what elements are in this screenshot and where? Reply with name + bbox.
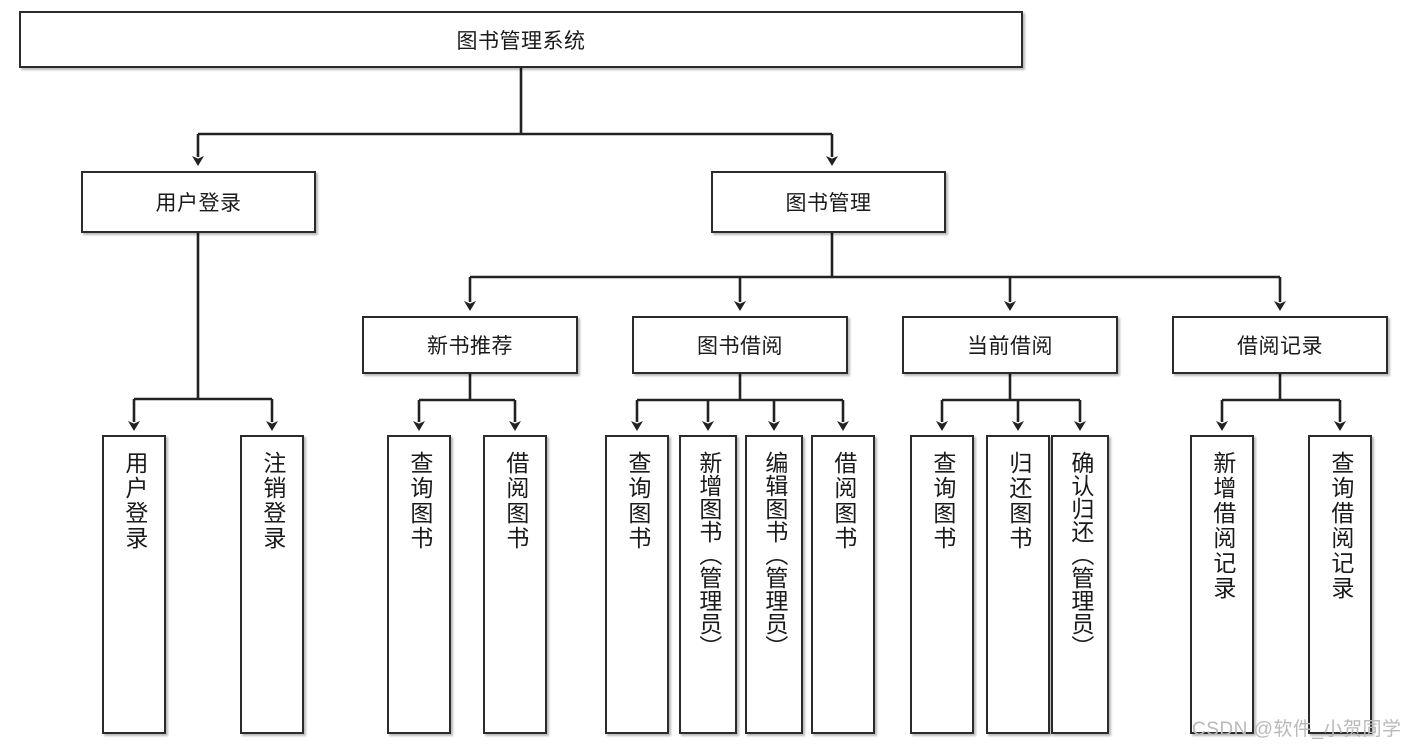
- leaf-borrow-book-newbook[interactable]: 借阅图书: [483, 435, 547, 734]
- node-label: 查询图书: [406, 451, 433, 551]
- node-label: 查询图书: [929, 451, 956, 551]
- leaf-add-book-admin[interactable]: 新增图书（管理员）: [679, 435, 737, 734]
- node-current-borrow[interactable]: 当前借阅: [902, 316, 1118, 374]
- leaf-query-book-newbook[interactable]: 查询图书: [387, 435, 451, 734]
- node-root[interactable]: 图书管理系统: [19, 11, 1023, 68]
- node-label: 图书管理: [785, 192, 872, 215]
- leaf-logout[interactable]: 注销登录: [240, 435, 304, 734]
- node-label: 编辑图书（管理员）: [761, 451, 788, 658]
- node-label: 注销登录: [259, 451, 286, 551]
- node-label: 确认归还（管理员）: [1067, 451, 1094, 658]
- leaf-confirm-return-admin[interactable]: 确认归还（管理员）: [1051, 435, 1109, 734]
- node-book-borrow[interactable]: 图书借阅: [632, 316, 848, 374]
- leaf-query-book-current[interactable]: 查询图书: [910, 435, 974, 734]
- leaf-return-book[interactable]: 归还图书: [986, 435, 1050, 734]
- leaf-edit-book-admin[interactable]: 编辑图书（管理员）: [745, 435, 803, 734]
- node-label: 借阅记录: [1237, 335, 1323, 358]
- watermark: CSDN @软件_小贺同学: [1192, 719, 1402, 740]
- node-label: 用户登录: [121, 451, 148, 551]
- node-label: 用户登录: [155, 192, 242, 215]
- node-label: 借阅图书: [502, 451, 529, 551]
- leaf-borrow-book[interactable]: 借阅图书: [811, 435, 875, 734]
- node-label: 归还图书: [1005, 451, 1032, 551]
- node-borrow-record[interactable]: 借阅记录: [1172, 316, 1388, 374]
- node-label: 查询借阅记录: [1327, 451, 1354, 601]
- node-user-login[interactable]: 用户登录: [81, 171, 316, 233]
- node-book-management[interactable]: 图书管理: [711, 171, 946, 233]
- node-label: 借阅图书: [830, 451, 857, 551]
- node-label: 图书管理系统: [456, 29, 586, 53]
- node-label: 当前借阅: [967, 335, 1053, 358]
- node-label: 新增借阅记录: [1209, 451, 1236, 601]
- leaf-add-borrow-record[interactable]: 新增借阅记录: [1190, 435, 1254, 734]
- node-label: 新书推荐: [427, 335, 513, 358]
- leaf-user-login[interactable]: 用户登录: [102, 435, 166, 734]
- leaf-query-book-borrow[interactable]: 查询图书: [605, 435, 669, 734]
- node-label: 图书借阅: [697, 335, 783, 358]
- node-label: 新增图书（管理员）: [695, 451, 722, 658]
- leaf-query-borrow-record[interactable]: 查询借阅记录: [1308, 435, 1372, 734]
- node-label: 查询图书: [624, 451, 651, 551]
- node-new-book-recommend[interactable]: 新书推荐: [362, 316, 578, 374]
